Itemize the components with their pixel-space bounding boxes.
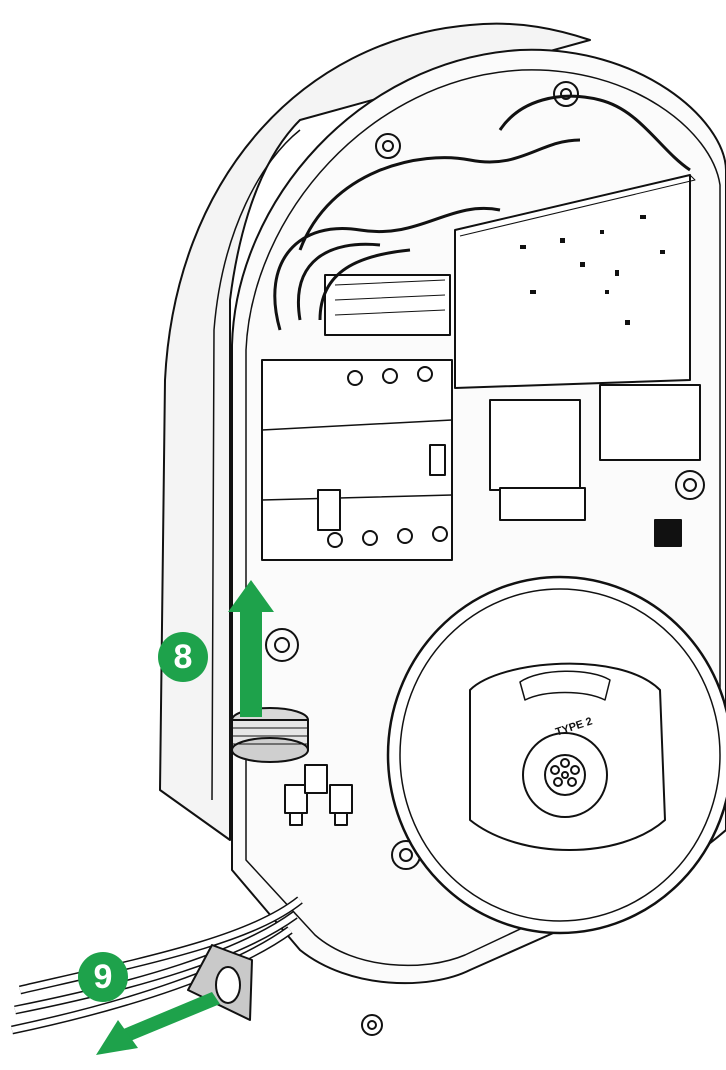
cable-glands — [231, 707, 353, 826]
step-8-number: 8 — [173, 637, 193, 676]
step-9-badge: 9 — [78, 952, 128, 1002]
circuit-breakers — [261, 359, 453, 561]
contactor — [489, 399, 581, 491]
terminal-block — [324, 274, 451, 336]
arrow-step-8 — [228, 580, 274, 717]
front-cover — [159, 22, 591, 841]
wire-bundle — [273, 138, 581, 331]
step-9-number: 9 — [93, 957, 113, 996]
step-8-badge: 8 — [158, 632, 208, 682]
arrow-step-9 — [96, 992, 220, 1055]
